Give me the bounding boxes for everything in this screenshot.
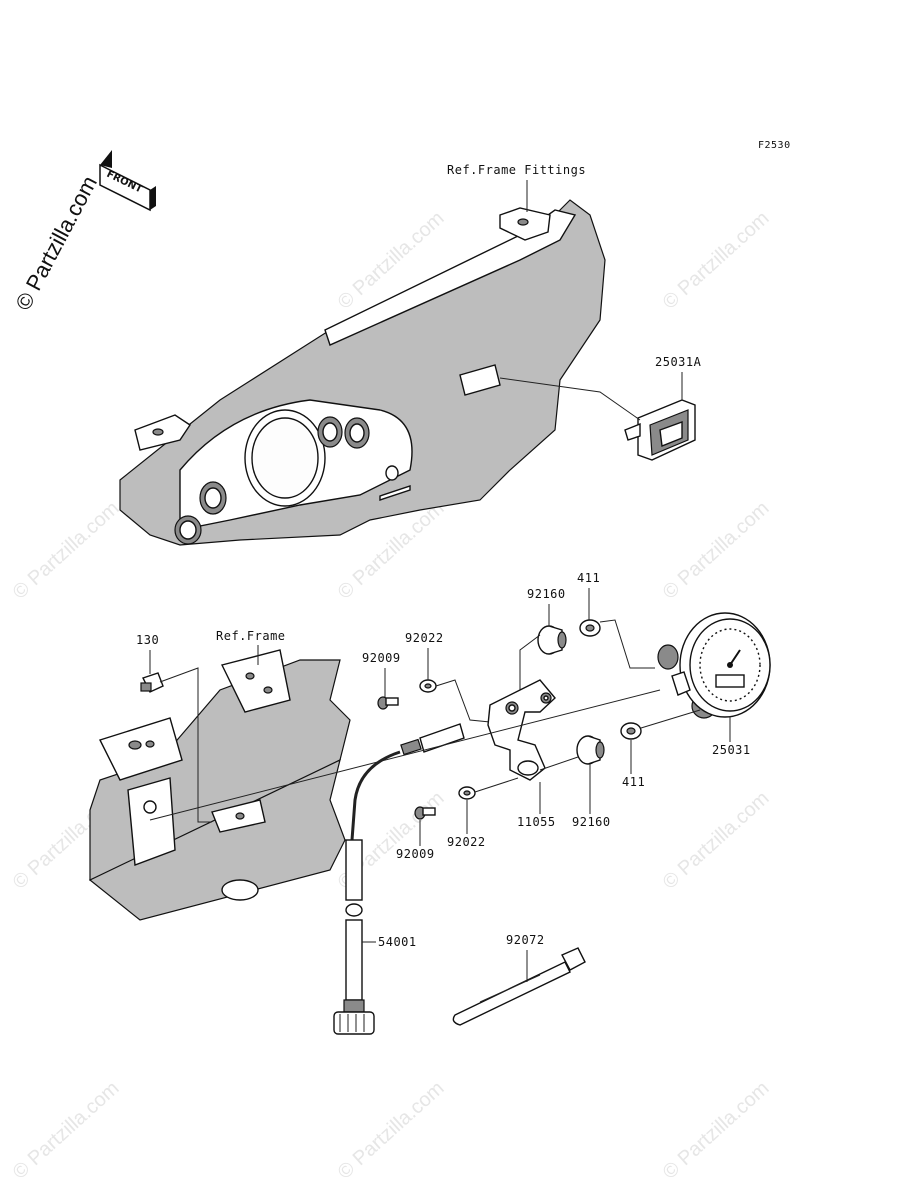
watermark: © Partzilla.com — [334, 1077, 449, 1184]
watermark: © Partzilla.com — [659, 207, 774, 314]
bracket-11055[interactable] — [487, 679, 556, 781]
bolt-130[interactable] — [140, 672, 164, 693]
watermark: © Partzilla.com — [659, 787, 774, 894]
speedometer-cable-54001[interactable] — [333, 723, 465, 1035]
part-label-25031[interactable]: 25031 — [712, 743, 751, 757]
part-label-411-top[interactable]: 411 — [577, 571, 600, 585]
grommet-92160-top[interactable] — [537, 625, 567, 655]
part-label-92072[interactable]: 92072 — [506, 933, 545, 947]
watermark: © Partzilla.com — [659, 497, 774, 604]
figure-code: F2530 — [758, 140, 791, 151]
ref-frame-fittings-label[interactable]: Ref.Frame Fittings — [447, 163, 586, 177]
indicator-unit-25031A[interactable] — [624, 399, 696, 461]
part-label-92009-bottom[interactable]: 92009 — [396, 847, 435, 861]
speedometer-25031[interactable] — [657, 612, 771, 719]
part-label-92160-bottom[interactable]: 92160 — [572, 815, 611, 829]
part-label-92009-top[interactable]: 92009 — [362, 651, 401, 665]
part-label-92160-top[interactable]: 92160 — [527, 587, 566, 601]
part-label-411-bottom[interactable]: 411 — [622, 775, 645, 789]
part-label-11055[interactable]: 11055 — [517, 815, 556, 829]
washer-92022-bottom[interactable] — [458, 786, 476, 800]
part-label-130[interactable]: 130 — [136, 633, 159, 647]
watermark: © Partzilla.com — [9, 1077, 124, 1184]
frame-section — [88, 649, 351, 921]
screw-92009-top[interactable] — [377, 696, 399, 710]
handlebar-cover — [119, 199, 606, 546]
part-label-54001[interactable]: 54001 — [378, 935, 417, 949]
screw-92009-bottom[interactable] — [414, 806, 436, 820]
part-label-92022-bottom[interactable]: 92022 — [447, 835, 486, 849]
part-label-25031A[interactable]: 25031A — [655, 355, 702, 369]
watermark: © Partzilla.com — [9, 497, 124, 604]
part-label-92022-top[interactable]: 92022 — [405, 631, 444, 645]
grommet-92160-bottom[interactable] — [576, 735, 605, 765]
watermark: © Partzilla.com — [659, 1077, 774, 1184]
washer-411-bottom[interactable] — [620, 722, 642, 740]
ref-frame-label[interactable]: Ref.Frame — [216, 629, 286, 643]
washer-92022-top[interactable] — [419, 679, 437, 693]
front-arrow-icon: FRONT — [99, 150, 156, 212]
copyright-text: © Partzilla.com — [10, 172, 102, 315]
cable-tie-92072[interactable] — [452, 947, 586, 1026]
washer-411-top[interactable] — [579, 619, 601, 637]
